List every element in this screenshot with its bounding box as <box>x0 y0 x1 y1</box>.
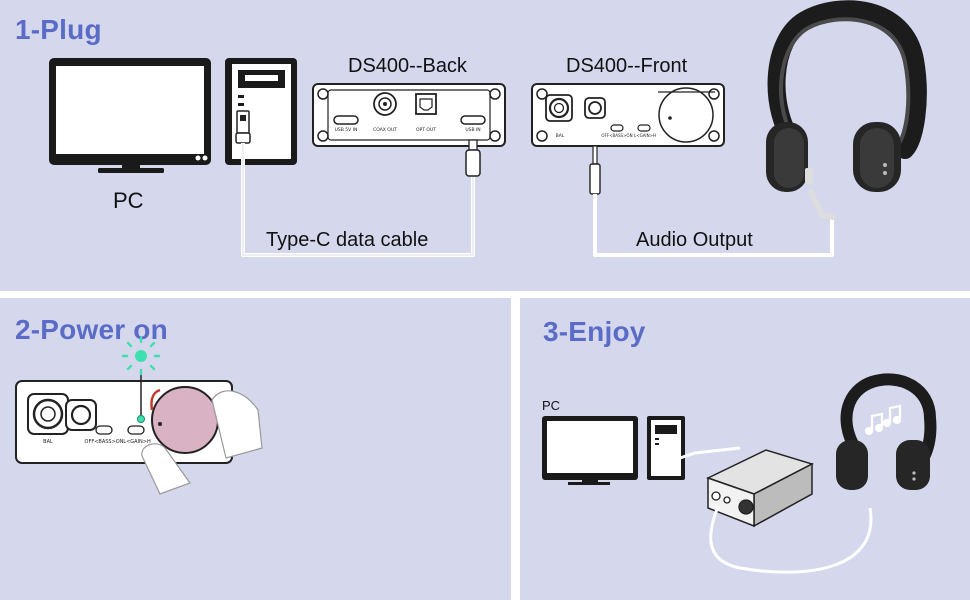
power-illustration: BAL OFF<BASS>ON L<GAIN>H <box>15 336 263 495</box>
port-label: OFF<BASS>ON <box>85 439 124 445</box>
hand-icon <box>141 390 263 495</box>
panel-enjoy: 3-Enjoy PC <box>520 298 970 600</box>
ds400-device <box>706 449 814 528</box>
monitor-icon <box>49 58 211 173</box>
port-label: USB IN <box>465 127 480 133</box>
front-view-label: DS400--Front <box>566 55 688 77</box>
headphones-icon <box>836 373 937 490</box>
rotate-arrow-icon <box>150 388 161 411</box>
pc-tower-icon <box>647 416 685 480</box>
usb-c-plug-icon <box>465 139 481 177</box>
pc-label: PC <box>113 188 144 213</box>
port-label: BAL <box>43 439 53 445</box>
panel-power-on: 2-Power on BAL OFF<BASS>ON L<GAIN>H <box>0 298 511 600</box>
pc-tower-icon <box>225 58 297 165</box>
led-glow-icon <box>121 336 161 423</box>
port-label: L<GAIN>H <box>634 133 656 138</box>
usb-plug-icon <box>235 110 251 144</box>
audio-cable <box>593 194 834 257</box>
port-label: OPT OUT <box>416 127 436 133</box>
plug-illustration: USB 5V IN COAX OUT OPT OUT USB IN <box>49 0 927 257</box>
step-title: 3-Enjoy <box>543 316 646 347</box>
audio-jack-icon <box>589 145 601 195</box>
port-label: BAL <box>556 133 565 139</box>
ds400-back-panel: USB 5V IN COAX OUT OPT OUT USB IN <box>312 83 506 147</box>
port-label: COAX OUT <box>373 127 397 133</box>
enjoy-illustration <box>542 373 937 574</box>
pc-label: PC <box>542 398 561 413</box>
step-title: 2-Power on <box>15 314 168 345</box>
port-label: OFF<BASS>ON <box>601 133 632 138</box>
monitor-icon <box>542 416 638 485</box>
step-title: 1-Plug <box>15 14 102 45</box>
usb-cable <box>654 446 741 469</box>
back-view-label: DS400--Back <box>348 55 467 77</box>
panel-plug: 1-Plug PC DS400--Back DS400--Front Type-… <box>0 0 970 291</box>
cable-label: Type-C data cable <box>266 229 429 251</box>
headphones-icon <box>766 0 927 221</box>
audio-cable <box>709 505 873 574</box>
audio-output-label: Audio Output <box>636 229 753 251</box>
ds400-front-panel: BAL OFF<BASS>ON L<GAIN>H <box>531 83 725 147</box>
port-label: USB 5V IN <box>335 127 358 133</box>
port-label: L<GAIN>H <box>123 439 151 445</box>
power-knob <box>151 386 219 454</box>
music-note-icon <box>864 404 902 436</box>
